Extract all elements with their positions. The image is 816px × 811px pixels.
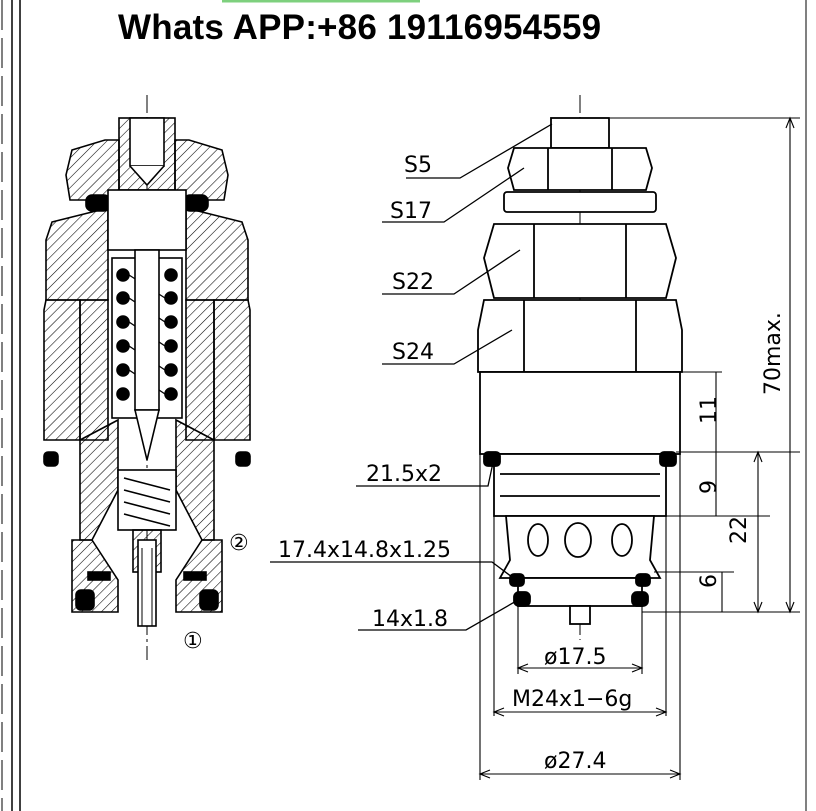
port-1-label: ① [183, 629, 203, 654]
wrench-size-s17: S17 [390, 199, 432, 224]
vertical-dimensions [610, 116, 800, 614]
whatsapp-contact: Whats APP:+86 19116954559 [118, 8, 602, 47]
wrench-size-s22: S22 [392, 270, 434, 295]
wrench-size-s24: S24 [392, 340, 434, 365]
port-2-label: ② [229, 531, 249, 556]
header: Whats APP:+86 19116954559 [0, 0, 816, 60]
wrench-size-s5: S5 [404, 153, 432, 178]
outline-view [477, 95, 683, 640]
dim-11: 11 [697, 396, 722, 424]
dim-22: 22 [727, 516, 752, 544]
seal-label-21-5x2: 21.5x2 [366, 462, 442, 487]
seal-label-14x1-8: 14x1.8 [372, 607, 448, 632]
section-view [43, 95, 251, 660]
dim-dia-17-5: ø17.5 [544, 645, 606, 670]
leader-lines [270, 123, 553, 631]
diameter-dimensions [478, 454, 682, 780]
spring [116, 268, 178, 401]
dim-overall-length: 70max. [761, 312, 786, 395]
dim-6: 6 [697, 574, 722, 588]
dim-thread-m24: M24x1−6g [512, 687, 632, 712]
dim-9: 9 [697, 480, 722, 494]
dim-dia-27-4: ø27.4 [544, 749, 606, 774]
seal-label-17-4x14-8x1-25: 17.4x14.8x1.25 [278, 538, 451, 563]
